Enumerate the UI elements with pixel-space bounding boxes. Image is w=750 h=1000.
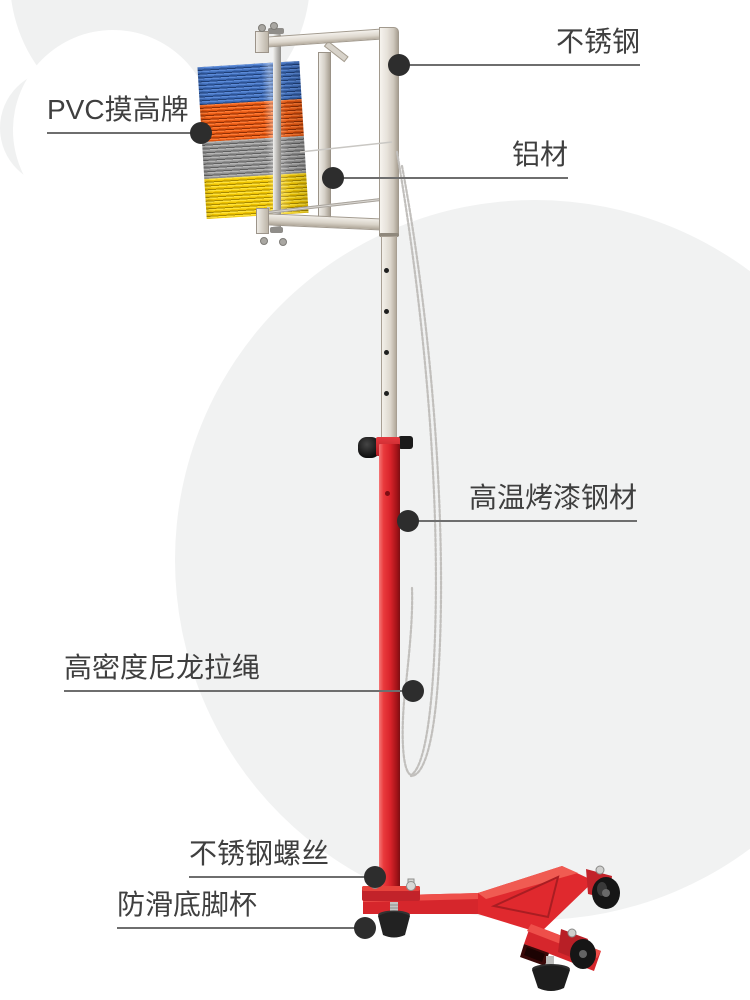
- caster-fork: [558, 929, 588, 962]
- base-triangle-inset: [490, 875, 560, 919]
- callout-foot-cup: 防滑底脚杯: [117, 889, 376, 939]
- slat-highlight: [197, 61, 309, 219]
- callout-dot: [397, 510, 419, 532]
- callout-label: 不锈钢螺丝: [189, 838, 330, 869]
- callout-label: 防滑底脚杯: [117, 889, 258, 920]
- base-assembly: [362, 865, 620, 991]
- foot-cup-top: [378, 910, 410, 920]
- caster-wheel-shine: [597, 882, 607, 896]
- caster-hub: [579, 950, 587, 958]
- adjustment-hole: [384, 268, 389, 273]
- callout-dot: [402, 680, 424, 702]
- aluminum-hanger-bar: [318, 52, 331, 222]
- callout-label: PVC摸高牌: [47, 94, 189, 125]
- base-beam-lower-top: [527, 924, 601, 958]
- callout-dot: [322, 167, 344, 189]
- callout-dot: [190, 122, 212, 144]
- telescoping-pole: [381, 236, 397, 448]
- callout-label: 高密度尼龙拉绳: [64, 652, 261, 683]
- callout-line: [64, 690, 413, 692]
- pole-hole: [385, 491, 390, 496]
- tube-end-cap: [520, 944, 549, 966]
- callout-label: 铝材: [511, 139, 568, 170]
- background-circle-white: [13, 30, 213, 230]
- plate-bolt-stem: [407, 878, 415, 887]
- callout-dot: [364, 866, 386, 888]
- clamp-knob: [398, 436, 413, 449]
- adjustment-hole: [384, 309, 389, 314]
- callout-pvc-board: PVC摸高牌: [47, 94, 212, 144]
- bracket-screw: [279, 238, 287, 246]
- callout-line: [117, 927, 365, 929]
- callout-label: 高温烤漆钢材: [468, 482, 637, 513]
- callout-line: [189, 876, 375, 878]
- frame-bracket: [256, 208, 269, 234]
- caster-wheel: [570, 939, 596, 969]
- callout-stainless-steel: 不锈钢: [388, 26, 640, 76]
- callout-painted-steel: 高温烤漆钢材: [397, 482, 637, 532]
- adjustment-hole: [384, 391, 389, 396]
- frame-bracket: [255, 31, 269, 53]
- painted-steel-pole: [379, 444, 400, 894]
- base-beam-top: [363, 893, 480, 902]
- rod-cap: [268, 28, 284, 34]
- slat-holder-rod: [273, 33, 281, 231]
- base-beam-lower: [524, 924, 601, 971]
- callout-dot: [388, 54, 410, 76]
- bracket-screw: [270, 22, 278, 30]
- stainless-bolt: [406, 881, 416, 891]
- caster-bolt: [595, 865, 605, 875]
- rod-cap: [270, 227, 283, 233]
- callout-label: 不锈钢: [555, 26, 640, 57]
- caster-hub: [602, 889, 610, 897]
- callout-line: [333, 177, 568, 179]
- foot-screw: [390, 902, 398, 915]
- base-beam: [363, 893, 480, 914]
- caster-wheel: [592, 877, 620, 909]
- callout-stainless-screws: 不锈钢螺丝: [189, 838, 386, 888]
- callout-line: [47, 132, 201, 134]
- callout-line: [399, 64, 640, 66]
- caster-bolt: [567, 928, 577, 938]
- background-circle-large: [175, 200, 750, 920]
- bracket-screw: [260, 237, 268, 245]
- callout-dot: [354, 917, 376, 939]
- anti-slip-foot-cup: [532, 965, 570, 991]
- foot-screw-thread: [390, 904, 398, 912]
- callout-line: [408, 520, 637, 522]
- pvc-slat-board: [197, 61, 309, 219]
- pole-joint: [379, 233, 399, 237]
- caster-fork: [586, 869, 612, 899]
- anti-slip-foot-cup: [378, 912, 410, 938]
- foot-cup-top: [532, 964, 570, 974]
- base-triangle-top: [478, 866, 578, 899]
- foot-stem: [546, 956, 554, 967]
- base-triangle: [478, 866, 594, 933]
- tube-end-hole: [524, 947, 545, 962]
- clamp-star-knob: [358, 437, 380, 458]
- callout-nylon-rope: 高密度尼龙拉绳: [64, 652, 424, 702]
- callout-aluminum: 铝材: [322, 139, 568, 189]
- bracket-screw: [258, 24, 266, 32]
- adjustment-hole: [384, 350, 389, 355]
